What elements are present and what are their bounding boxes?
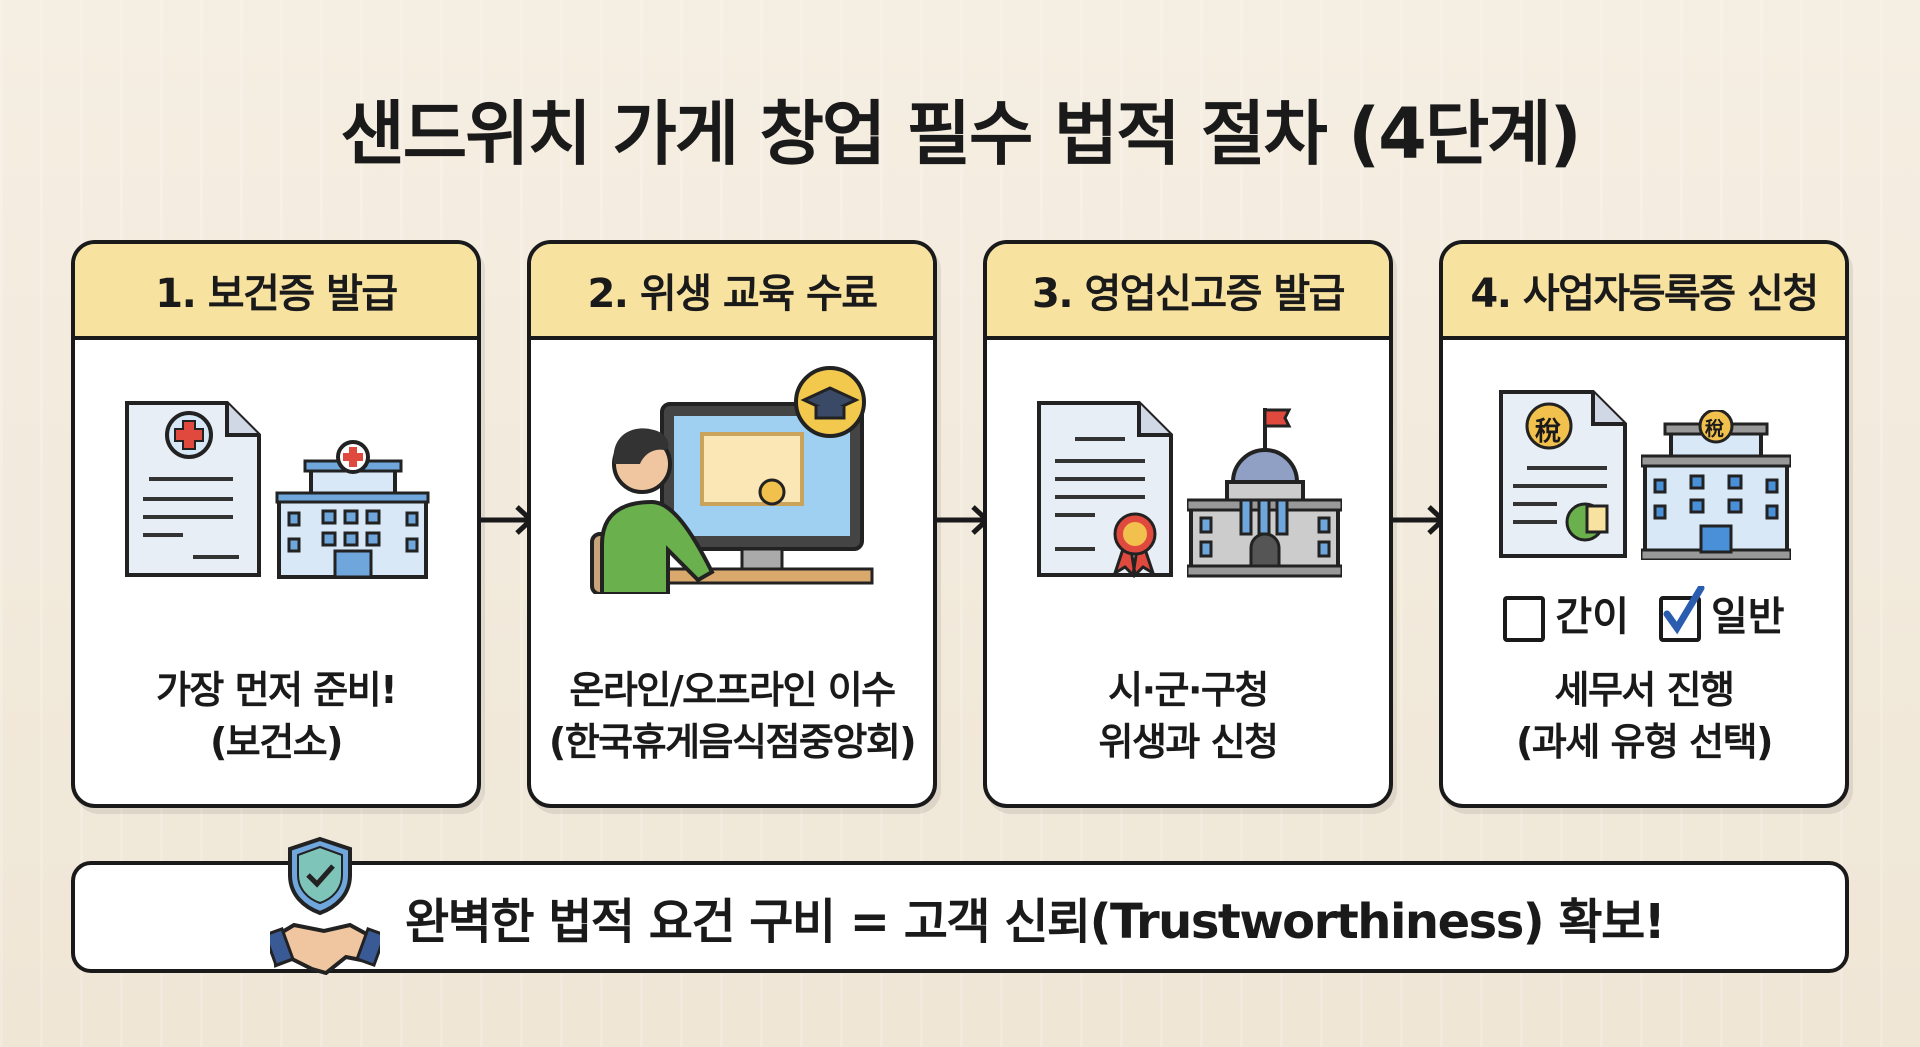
option-label: 일반 [1711,594,1785,640]
shield-handshake-icon [270,836,380,975]
checkmark-icon [1663,586,1705,635]
summary-text: 완벽한 법적 요건 구비 = 고객 신뢰(Trustworthiness) 확보… [405,894,1666,950]
step-header: 2. 위생 교육 수료 [531,244,933,340]
city-hall-icon [1186,408,1342,578]
option-general[interactable]: 일반 [1659,584,1785,642]
option-simplified[interactable]: 간이 [1503,584,1629,642]
step-header: 3. 영업신고증 발급 [987,244,1389,340]
step-card-1: 1. 보건증 발급 가장 먼저 준비! (보건소) [71,240,481,808]
step-description: 시·군·구청 [1108,668,1269,712]
step-header: 4. 사업자등록증 신청 [1443,244,1845,340]
tax-type-options: 간이 일반 [1443,584,1845,642]
person-computer-icon [590,366,874,594]
hospital-icon [275,440,429,579]
step-description: 온라인/오프라인 이수 [569,668,896,712]
checkbox-unchecked[interactable] [1503,596,1546,642]
step-location: (보건소) [209,720,344,764]
step-header: 1. 보건증 발급 [75,244,477,340]
tax-character: 稅 [1705,418,1725,440]
step-description: 세무서 진행 [1554,668,1735,712]
tax-character: 稅 [1535,417,1562,447]
summary-banner: 완벽한 법적 요건 구비 = 고객 신뢰(Trustworthiness) 확보… [71,836,1849,975]
page-title: 샌드위치 가게 창업 필수 법적 절차 (4단계) [340,93,1581,175]
step-location: (과세 유형 선택) [1516,720,1773,764]
step-location: 위생과 신청 [1098,720,1279,764]
checkbox-checked[interactable] [1659,586,1705,642]
certificate-seal-icon [1036,401,1173,579]
step-location: (한국휴게음식점중앙회) [548,720,917,764]
step-card-4: 4. 사업자등록증 신청 稅 稅 간이 일반 세무서 진행 (과세 유형 선택) [1439,240,1849,808]
step-description: 가장 먼저 준비! [155,668,398,712]
tax-document-icon: 稅 [1497,388,1629,564]
health-certificate-icon [124,401,261,577]
step-card-2: 2. 위생 교육 수료 온라인/오프라인 이수 (한국휴게음식점중앙회) [527,240,937,808]
option-label: 간이 [1555,594,1629,640]
tax-office-icon: 稅 [1639,408,1793,564]
